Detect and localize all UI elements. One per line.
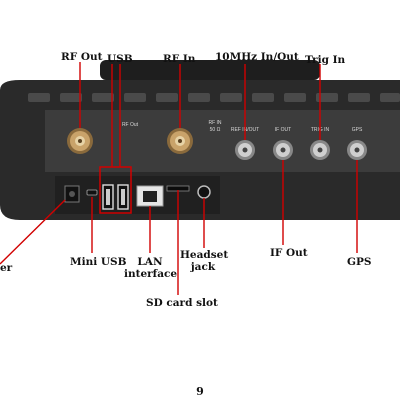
usb-highlight-bracket <box>99 166 132 214</box>
if-out-connector-icon <box>273 140 293 160</box>
callout-lan-line1: LAN <box>137 256 163 268</box>
rf-out-connector-icon <box>67 128 93 154</box>
callout-power-fragment: er <box>0 262 13 274</box>
callout-lan-line2: interface <box>124 268 178 280</box>
callout-sd-card-slot: SD card slot <box>146 297 218 309</box>
callout-ref-in-out: 10MHz In/Out <box>215 51 299 63</box>
callout-gps: GPS <box>347 256 372 268</box>
upper-connector-panel <box>45 110 400 172</box>
callout-trig-in: Trig In <box>305 54 346 66</box>
page-number: 9 <box>196 385 204 398</box>
callout-mini-usb: Mini USB <box>70 256 127 268</box>
callout-lan-interface: LAN interface <box>124 256 178 280</box>
ref-in-out-connector-icon <box>235 140 255 160</box>
carry-handle <box>100 60 320 80</box>
panel-label-rf-in-impedance: 50 Ω <box>210 127 221 133</box>
panel-label-gps: GPS <box>352 127 363 133</box>
trig-in-connector-icon <box>310 140 330 160</box>
callout-lines <box>0 62 358 295</box>
callout-headset-line2: jack <box>190 261 216 273</box>
callout-rf-in: RF In <box>163 53 196 65</box>
rf-in-connector-icon <box>167 128 193 154</box>
gps-connector-icon <box>347 140 367 160</box>
panel-label-rf-in: RF IN <box>208 120 221 126</box>
panel-label-if: IF OUT <box>275 127 291 133</box>
mini-usb-port-icon <box>86 189 98 196</box>
callout-rf-out: RF Out <box>61 51 103 63</box>
callout-headset-jack: Headset jack <box>180 249 229 273</box>
vent-grooves <box>28 93 400 102</box>
panel-label-rf-out: RF Out <box>122 122 139 128</box>
headset-jack-icon <box>197 185 211 199</box>
callout-if-out: IF Out <box>270 247 308 259</box>
callout-usb: USB <box>107 53 133 65</box>
callout-headset-line1: Headset <box>180 249 229 261</box>
